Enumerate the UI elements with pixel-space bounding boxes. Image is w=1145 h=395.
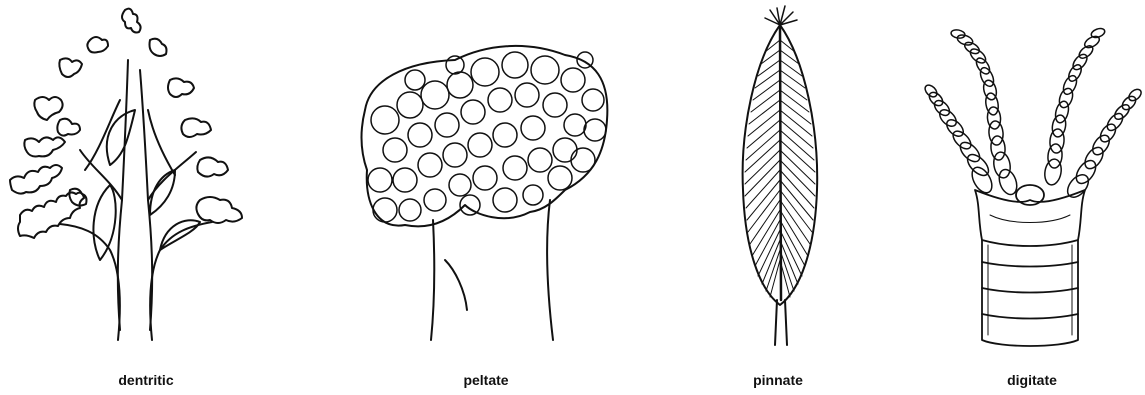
pinnate-drawing bbox=[715, 0, 845, 360]
dentritic-illustration bbox=[0, 0, 270, 360]
dentritic-drawing bbox=[0, 0, 270, 360]
digitate-drawing bbox=[920, 0, 1145, 360]
caption-pinnate: pinnate bbox=[753, 372, 803, 388]
caption-dentritic: dentritic bbox=[118, 372, 173, 388]
peltate-drawing bbox=[355, 0, 625, 360]
caption-peltate: peltate bbox=[463, 372, 508, 388]
peltate-illustration bbox=[355, 0, 625, 360]
pinnate-illustration bbox=[715, 0, 845, 360]
digitate-illustration bbox=[920, 0, 1145, 360]
caption-digitate: digitate bbox=[1007, 372, 1057, 388]
